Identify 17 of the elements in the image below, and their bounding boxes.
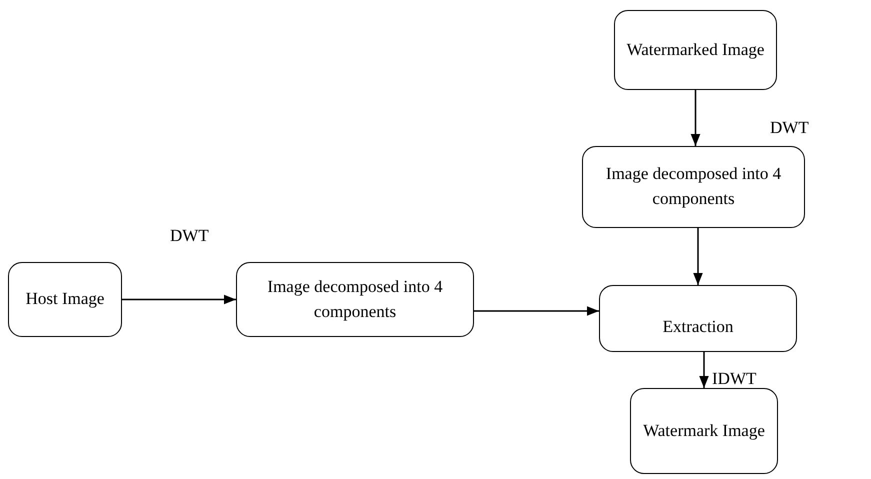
- process-box: [8, 262, 122, 337]
- box-label: Host Image: [26, 288, 104, 310]
- arrow: [690, 90, 700, 146]
- box-label: Image decomposed into 4 components: [266, 276, 444, 323]
- arrow: [122, 294, 236, 304]
- box-label: Watermark Image: [643, 420, 765, 442]
- process-box: [582, 146, 805, 228]
- box-label: Image decomposed into 4 components: [604, 163, 782, 210]
- process-box: [614, 10, 777, 90]
- arrow: [699, 352, 709, 388]
- arrow: [693, 228, 703, 285]
- process-box: [236, 262, 474, 337]
- process-box: [630, 388, 778, 474]
- box-label: Extraction: [662, 316, 734, 338]
- box-label: Watermarked Image: [626, 38, 764, 61]
- arrow: [474, 306, 599, 316]
- process-box: [599, 285, 797, 352]
